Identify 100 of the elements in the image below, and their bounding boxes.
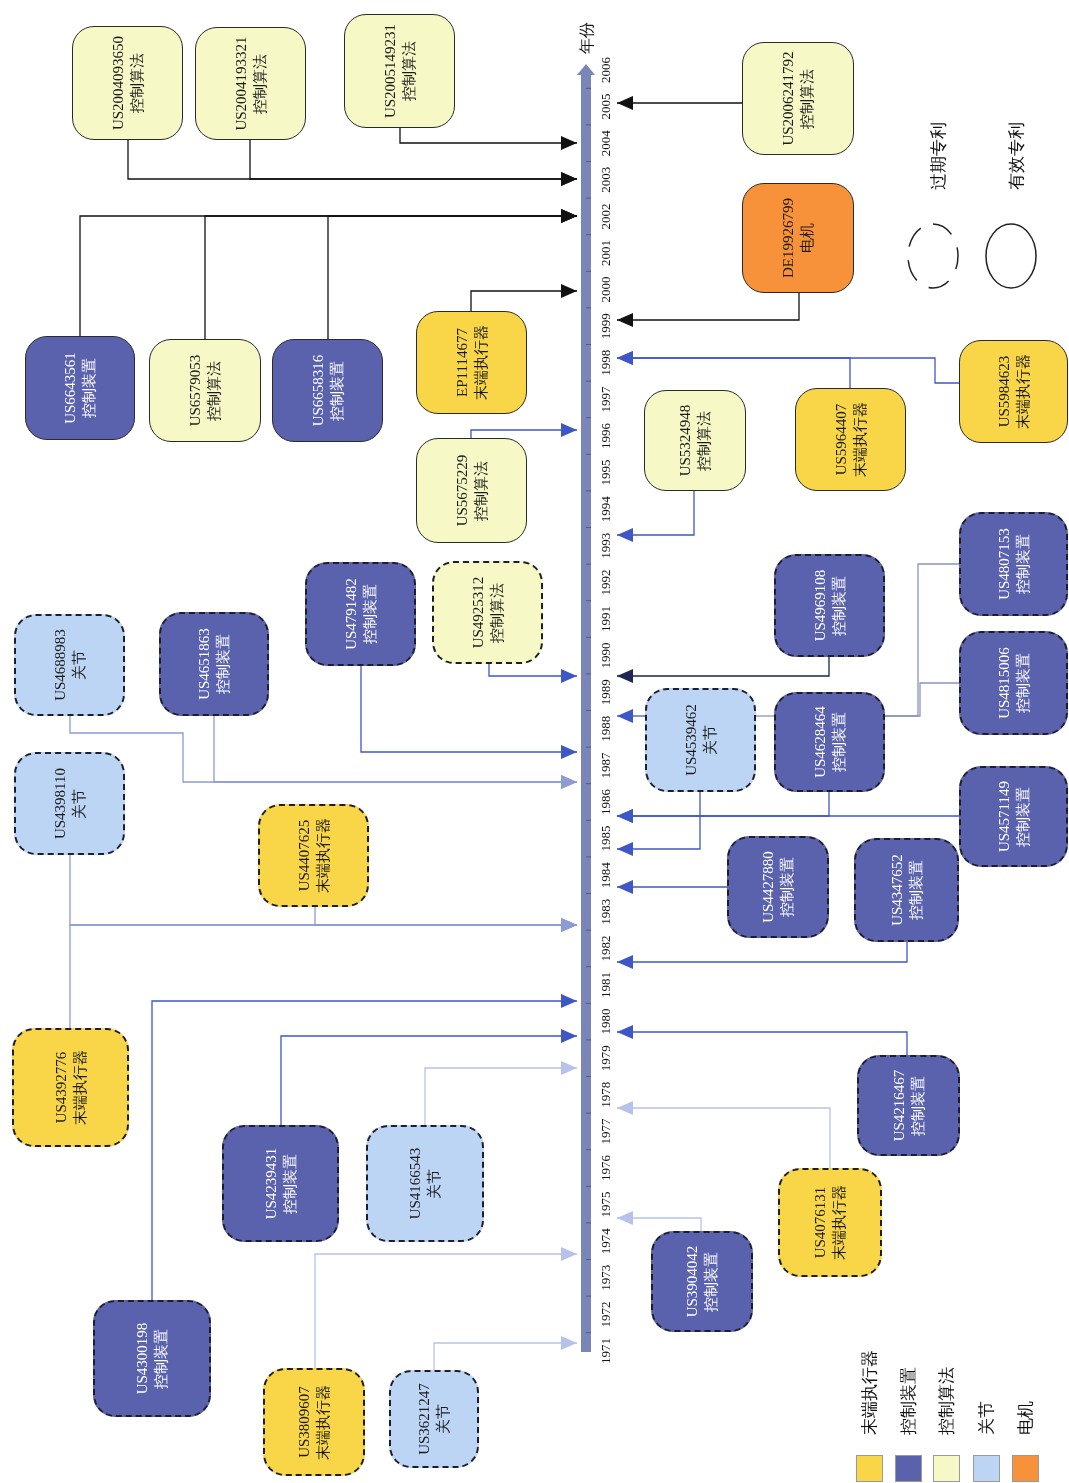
connector-arrow <box>616 1025 908 1056</box>
year-label: 1995 <box>598 459 613 486</box>
category-label: 控制装置 <box>80 358 98 418</box>
year-label: 1990 <box>598 642 613 669</box>
patent-node <box>272 339 383 442</box>
category-label: 控制装置 <box>1013 534 1032 594</box>
connector-arrow <box>424 1061 578 1126</box>
patent-number: US4398110 <box>50 767 69 840</box>
patent-number: US5984623 <box>994 355 1013 428</box>
connector-arrow <box>399 127 578 150</box>
patent-number: US4239431 <box>261 1147 280 1220</box>
patent-number: US4300198 <box>133 1322 151 1395</box>
category-label: 控制装置 <box>360 584 379 644</box>
year-label: 1986 <box>598 789 613 815</box>
connector-arrow <box>327 209 578 340</box>
patent-node <box>959 512 1068 616</box>
patent-number: US4815006 <box>994 647 1013 719</box>
patent-node <box>263 1368 365 1476</box>
patent-number: US2004193321 <box>231 36 250 131</box>
legend-label: 控制装置 <box>898 1367 919 1435</box>
year-label: 1989 <box>598 679 613 706</box>
legend-label: 控制算法 <box>936 1367 957 1435</box>
category-label: 控制装置 <box>280 1153 299 1214</box>
year-label: 1974 <box>598 1228 613 1255</box>
category-label: 关节 <box>434 1404 452 1434</box>
year-label: 2003 <box>598 166 613 193</box>
category-label: 末端执行器 <box>471 325 490 400</box>
year-label: 1982 <box>598 935 613 962</box>
year-label: 1971 <box>598 1338 613 1364</box>
year-label: 1994 <box>598 496 613 523</box>
year-label: 2000 <box>598 276 613 303</box>
patent-number: US6579053 <box>186 354 204 427</box>
category-label: 控制算法 <box>399 41 418 101</box>
year-label: 1978 <box>598 1081 613 1108</box>
year-label: 1973 <box>598 1264 613 1291</box>
patent-number: US4216467 <box>889 1069 908 1142</box>
category-label: 末端执行器 <box>850 402 869 477</box>
year-label: 1999 <box>598 313 613 340</box>
patent-number: US4628464 <box>810 706 829 778</box>
connector-arrow <box>488 663 578 683</box>
patent-node <box>416 438 527 543</box>
patent-node <box>774 554 885 657</box>
legend-label: 末端执行器 <box>859 1350 880 1435</box>
patent-node <box>774 692 885 792</box>
legend-label: 电机 <box>1015 1401 1036 1435</box>
patent-number: US2006241792 <box>779 51 797 146</box>
year-label: 1980 <box>598 1008 613 1035</box>
connector-arrow <box>616 709 646 723</box>
patent-number: US4807153 <box>994 528 1013 600</box>
patent-number: US3809607 <box>295 1386 313 1458</box>
category-label: 控制算法 <box>487 582 506 643</box>
patent-number: US6658316 <box>308 354 327 427</box>
connector-arrow <box>470 423 578 439</box>
category-label: 控制装置 <box>1013 653 1032 713</box>
year-label: 1984 <box>598 862 613 889</box>
category-label: 控制算法 <box>471 460 490 521</box>
connector-line <box>884 682 960 717</box>
patent-node <box>959 766 1068 867</box>
patent-node <box>305 562 416 666</box>
year-label: 1976 <box>598 1155 613 1181</box>
patent-number: US4407625 <box>294 819 313 892</box>
patent-node <box>416 311 527 414</box>
patent-number: US2004093650 <box>108 35 127 131</box>
year-label: 1972 <box>598 1301 613 1328</box>
patent-node <box>742 183 854 293</box>
patent-number: US4427880 <box>759 851 777 923</box>
patent-node <box>795 388 906 491</box>
patent-node <box>258 804 369 907</box>
year-label: 1977 <box>598 1118 613 1145</box>
category-label: 关节 <box>69 788 88 819</box>
connector-arrow <box>314 1247 578 1369</box>
year-label: 1991 <box>598 606 613 632</box>
category-label: 末端执行器 <box>1013 354 1032 429</box>
patent-node <box>195 27 306 140</box>
year-label: 1993 <box>598 532 613 559</box>
legend-label: 过期专利 <box>928 122 949 190</box>
connector-arrow <box>616 656 830 683</box>
connector-arrow <box>280 1029 578 1126</box>
patent-number: US3621247 <box>415 1383 433 1455</box>
connector-arrow <box>433 1336 578 1371</box>
patent-number: EP1114677 <box>452 328 471 397</box>
patent-node <box>25 336 135 440</box>
year-label: 1998 <box>598 349 613 376</box>
year-label: 1992 <box>598 569 613 596</box>
patent-node <box>389 1370 479 1468</box>
category-label: 控制算法 <box>127 53 146 113</box>
category-label: 控制装置 <box>829 712 848 772</box>
category-label: 控制算法 <box>205 360 223 421</box>
patent-node <box>344 14 455 128</box>
patent-node <box>645 688 756 792</box>
connector-arrow <box>616 490 695 542</box>
year-label: 1988 <box>598 715 613 742</box>
category-label: 控制装置 <box>829 575 848 636</box>
connector-arrow <box>616 1101 831 1169</box>
patent-node <box>959 631 1068 735</box>
category-label: 控制装置 <box>702 1251 720 1312</box>
connector-arrow <box>213 715 578 789</box>
category-label: 末端执行器 <box>830 1185 848 1260</box>
category-label: 控制装置 <box>906 860 925 920</box>
category-label: 关节 <box>69 650 88 680</box>
